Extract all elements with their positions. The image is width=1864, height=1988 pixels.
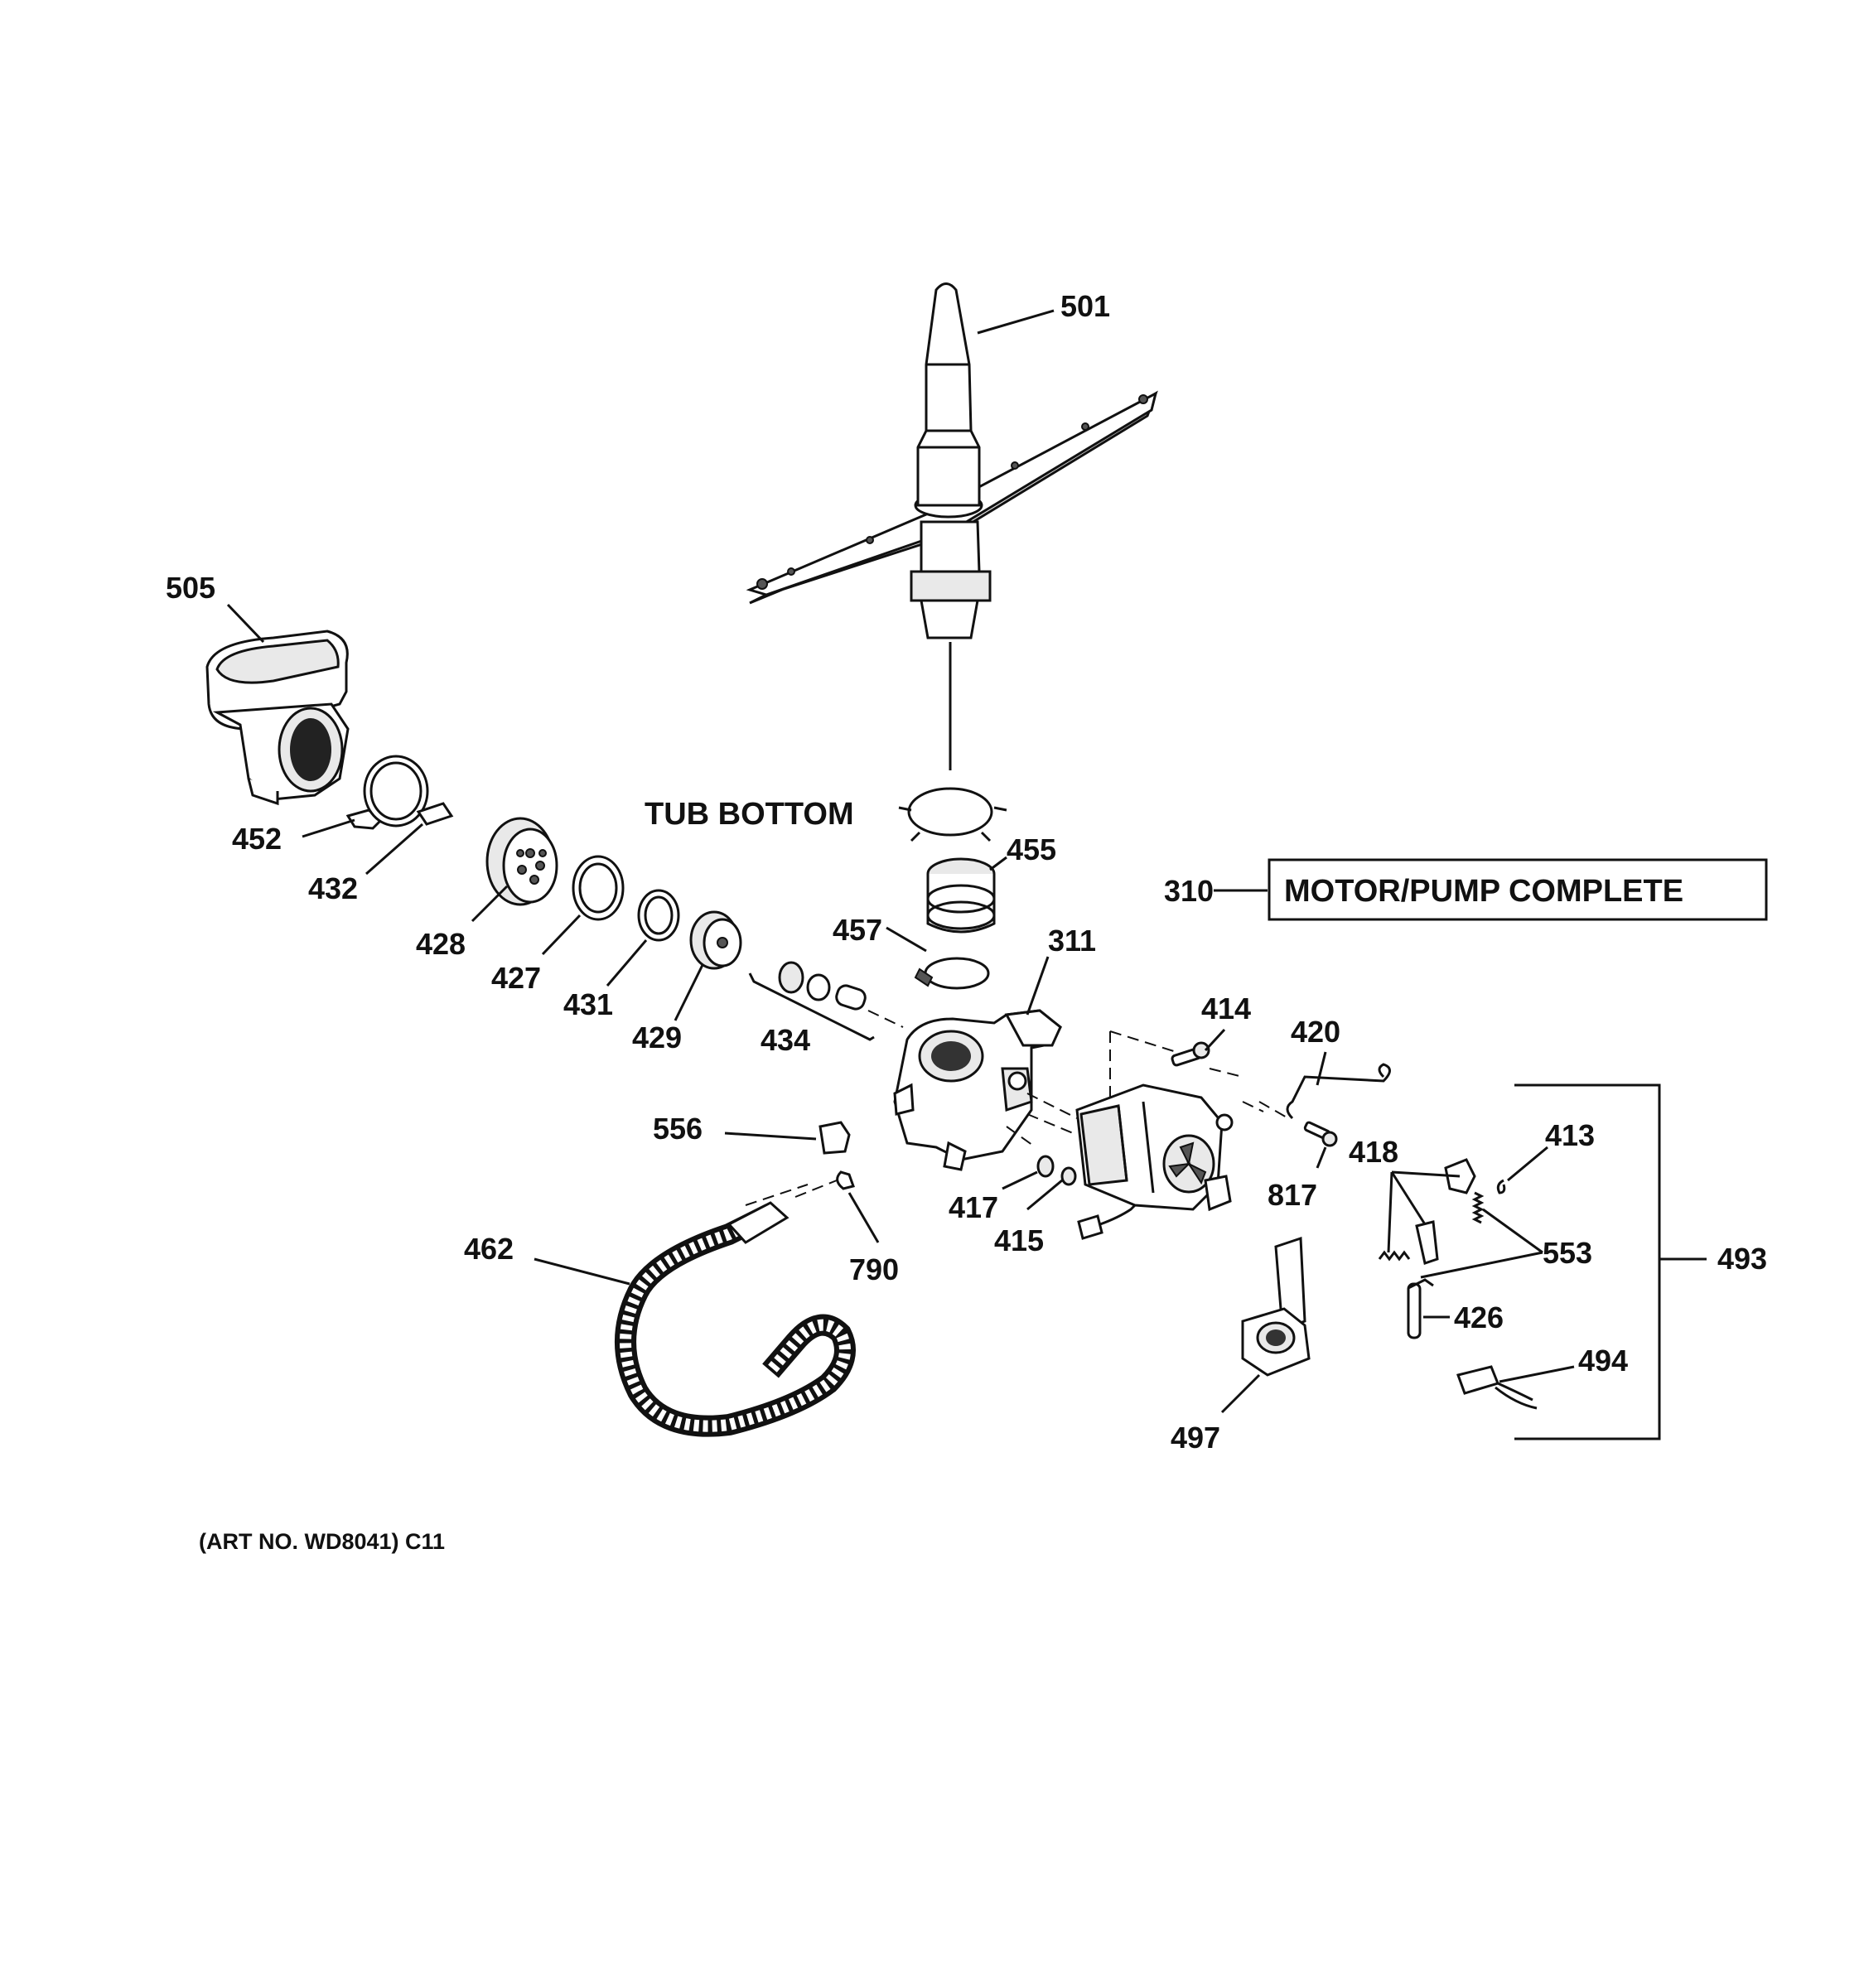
art-number-note: (ART NO. WD8041) C11	[199, 1529, 445, 1554]
label-556: 556	[653, 1112, 703, 1146]
impeller-429	[689, 910, 742, 970]
sump-505	[205, 630, 350, 806]
washer-415	[1060, 1166, 1077, 1186]
label-431: 431	[563, 987, 613, 1021]
tub-bottom-ring	[898, 787, 1007, 842]
pump-housing-311	[893, 1009, 1062, 1171]
seal-432	[363, 755, 454, 828]
clamp-457	[914, 957, 990, 990]
label-415: 415	[994, 1223, 1044, 1257]
label-455: 455	[1007, 832, 1056, 866]
ring-427	[572, 855, 625, 921]
tub-bottom-label: TUB BOTTOM	[645, 797, 854, 832]
label-414: 414	[1201, 992, 1251, 1025]
gasket-455	[926, 857, 996, 934]
clip-790	[836, 1170, 855, 1190]
label-497: 497	[1171, 1421, 1220, 1455]
label-310: 310	[1164, 874, 1214, 908]
label-417: 417	[949, 1190, 998, 1224]
label-413: 413	[1545, 1118, 1595, 1152]
motor-pump-complete-callout	[1268, 858, 1768, 921]
screw-817	[1303, 1121, 1338, 1147]
label-817: 817	[1268, 1178, 1317, 1212]
label-493: 493	[1717, 1242, 1767, 1276]
label-501: 501	[1060, 289, 1110, 323]
label-452: 452	[232, 822, 282, 856]
motor-pump-complete-label: MOTOR/PUMP COMPLETE	[1284, 874, 1683, 909]
label-426: 426	[1454, 1300, 1504, 1334]
screw-414	[1171, 1041, 1210, 1067]
label-432: 432	[308, 871, 358, 905]
springs-553	[1378, 1191, 1485, 1262]
lower-spray-arm-501	[746, 282, 1158, 770]
label-462: 462	[464, 1232, 514, 1266]
label-420: 420	[1291, 1015, 1340, 1049]
label-427: 427	[491, 961, 541, 995]
link-420	[1286, 1063, 1391, 1120]
leader-lines	[226, 309, 1707, 1440]
label-494: 494	[1578, 1344, 1628, 1378]
label-428: 428	[416, 927, 466, 961]
label-311: 311	[1048, 924, 1096, 958]
label-418: 418	[1349, 1135, 1398, 1169]
actuator-418	[1415, 1158, 1476, 1265]
washer-417	[1036, 1155, 1055, 1178]
label-790: 790	[849, 1252, 899, 1286]
bracket-497	[1241, 1236, 1311, 1377]
pin-426	[1407, 1278, 1434, 1339]
label-429: 429	[632, 1021, 682, 1054]
drain-hose-462	[615, 1201, 856, 1437]
label-553: 553	[1543, 1236, 1592, 1270]
label-434: 434	[761, 1023, 810, 1057]
motor	[1075, 1083, 1234, 1240]
alignment-lines	[745, 1010, 1289, 1206]
seal-kit-434	[748, 961, 875, 1041]
label-505: 505	[166, 571, 215, 605]
part-labels: 501 505 452 432 428 427 431 429 434 455 …	[166, 289, 1767, 1554]
label-457: 457	[833, 913, 882, 947]
strainer-428	[485, 817, 558, 906]
ring-431	[637, 889, 680, 942]
plug-556	[819, 1121, 851, 1155]
switch-494	[1456, 1365, 1538, 1410]
clip-413	[1496, 1179, 1506, 1194]
